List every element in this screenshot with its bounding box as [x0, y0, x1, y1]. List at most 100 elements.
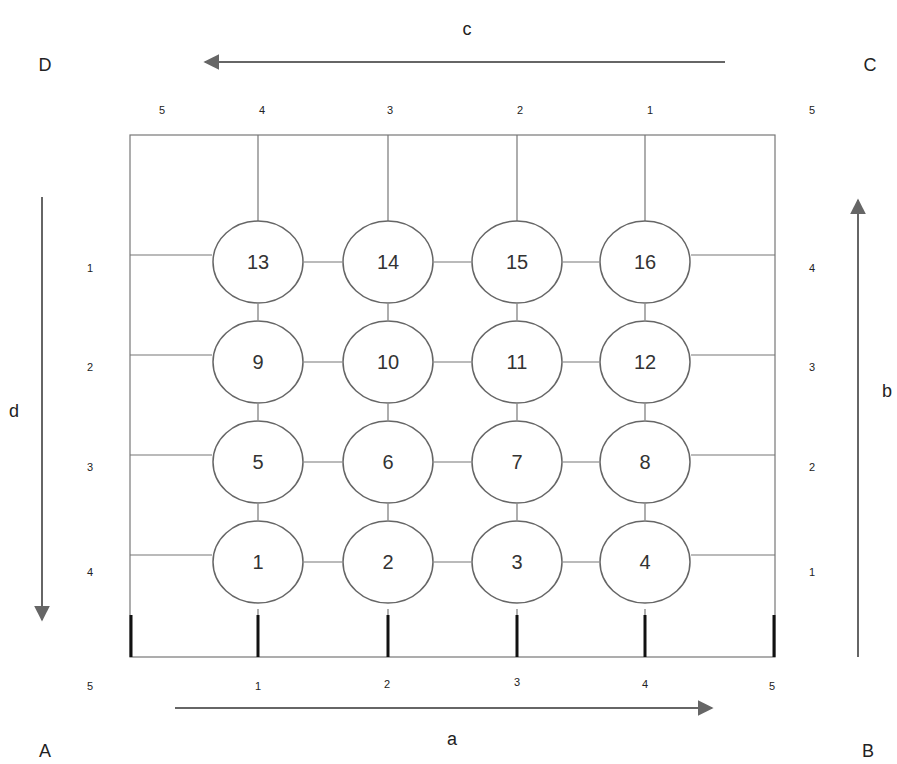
position-number: 5	[769, 680, 775, 692]
position-number: 5	[159, 104, 165, 116]
circle-shape	[343, 521, 433, 603]
numbered-circle: 10	[342, 320, 434, 404]
grid-connector	[644, 404, 645, 420]
grid-connector	[644, 504, 645, 520]
numbered-circle: 1	[212, 520, 304, 604]
position-number: 2	[384, 678, 390, 690]
axis-letter: c	[463, 20, 472, 40]
grid-connector	[516, 404, 517, 420]
circle-shape	[600, 221, 690, 303]
circle-shape	[343, 221, 433, 303]
grid-connector	[257, 304, 258, 320]
numbered-circle: 11	[471, 320, 563, 404]
grid-connector	[387, 504, 388, 520]
circle-number: 2	[382, 551, 393, 573]
numbered-circle: 3	[471, 520, 563, 604]
numbered-circle: 14	[342, 220, 434, 304]
circle-number: 1	[252, 551, 263, 573]
circle-number: 11	[507, 351, 528, 373]
position-number: 4	[642, 678, 648, 690]
circle-number: 6	[382, 451, 393, 473]
circle-number: 8	[639, 451, 650, 473]
circle-shape	[472, 521, 562, 603]
numbered-circle: 7	[471, 420, 563, 504]
circle-shape	[600, 521, 690, 603]
position-number: 2	[809, 461, 815, 473]
grid-connector	[516, 304, 517, 320]
numbered-circle: 5	[212, 420, 304, 504]
grid-connector	[304, 561, 342, 562]
position-number: 4	[87, 566, 93, 578]
circle-number: 10	[377, 351, 399, 373]
grid-connector	[387, 304, 388, 320]
circle-number: 9	[252, 351, 263, 373]
circle-number: 3	[511, 551, 522, 573]
position-number: 1	[87, 262, 93, 274]
grid-lines	[130, 135, 775, 657]
numbered-circle: 13	[212, 220, 304, 304]
grid-connector	[563, 361, 599, 362]
numbered-circle: 6	[342, 420, 434, 504]
circle-number: 7	[511, 451, 522, 473]
circle-shape	[472, 221, 562, 303]
grid-connector	[434, 261, 471, 262]
circle-shape	[213, 221, 303, 303]
circle-shape	[472, 321, 562, 403]
numbered-circle: 15	[471, 220, 563, 304]
circle-number: 16	[634, 251, 656, 273]
position-number: 5	[809, 104, 815, 116]
circle-shape	[213, 321, 303, 403]
position-number: 4	[259, 104, 265, 116]
circle-shape	[213, 421, 303, 503]
grid-connector	[516, 504, 517, 520]
position-number: 3	[87, 461, 93, 473]
position-number: 3	[514, 676, 520, 688]
grid-connector	[304, 461, 342, 462]
axis-letter: A	[39, 742, 51, 762]
circle-shape	[600, 421, 690, 503]
axis-letter: d	[9, 402, 19, 422]
direction-arrows	[42, 62, 858, 708]
position-number: 1	[255, 680, 261, 692]
grid-connector	[257, 504, 258, 520]
circle-number: 13	[247, 251, 269, 273]
bottom-ticks	[131, 615, 774, 657]
grid-connector	[563, 261, 599, 262]
position-number: 1	[647, 104, 653, 116]
grid-connector	[257, 404, 258, 420]
grid-connector	[304, 361, 342, 362]
circle-shape	[600, 321, 690, 403]
grid-connector	[434, 461, 471, 462]
numbered-circle: 12	[599, 320, 691, 404]
border-frame	[130, 135, 775, 657]
grid-connector	[434, 361, 471, 362]
grid-connector	[563, 461, 599, 462]
circle-number: 15	[506, 251, 528, 273]
axis-letter: b	[882, 382, 892, 402]
position-number: 2	[87, 361, 93, 373]
circle-number: 12	[634, 351, 656, 373]
numbered-circle: 8	[599, 420, 691, 504]
axis-letter: C	[864, 56, 877, 76]
position-number: 4	[809, 262, 815, 274]
circle-number: 5	[252, 451, 263, 473]
grid-connector	[387, 404, 388, 420]
axis-letter: a	[447, 730, 457, 750]
grid-connector	[644, 304, 645, 320]
circle-number: 4	[639, 551, 650, 573]
numbered-circle: 2	[342, 520, 434, 604]
circle-shape	[343, 321, 433, 403]
axis-letter: D	[39, 56, 52, 76]
circle-shape	[213, 521, 303, 603]
grid-connector	[304, 261, 342, 262]
numbered-circle: 9	[212, 320, 304, 404]
position-number: 2	[517, 104, 523, 116]
position-number: 5	[87, 680, 93, 692]
numbered-circle: 4	[599, 520, 691, 604]
position-number: 3	[387, 104, 393, 116]
position-number: 3	[809, 361, 815, 373]
numbered-circle: 16	[599, 220, 691, 304]
circle-shape	[343, 421, 433, 503]
circle-shape	[472, 421, 562, 503]
